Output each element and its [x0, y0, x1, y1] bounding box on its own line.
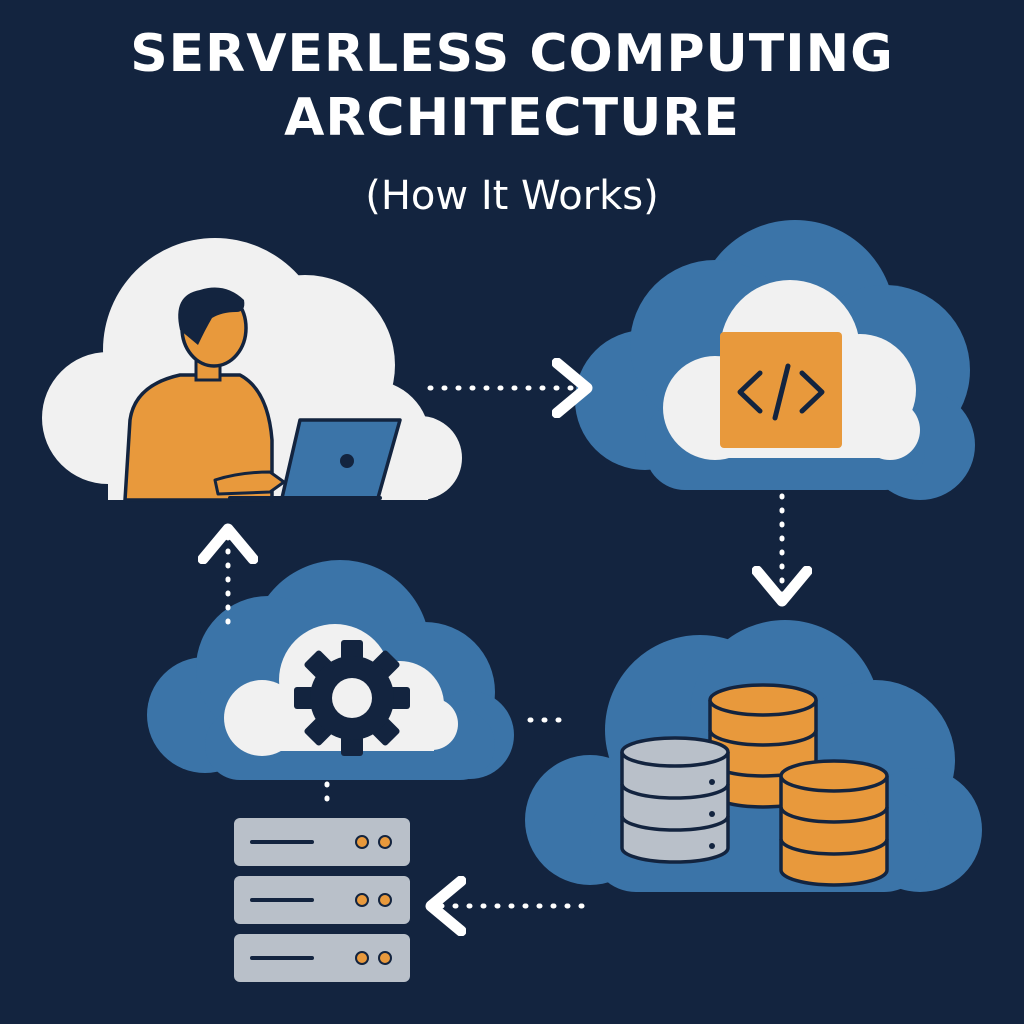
- page-title: SERVERLESS COMPUTING ARCHITECTURE: [0, 22, 1024, 150]
- server-unit: [234, 934, 410, 982]
- database-cylinder-orange-front: [779, 759, 889, 887]
- database-icon: [620, 683, 889, 887]
- gear-icon: [294, 640, 410, 756]
- database-cloud: [525, 620, 982, 892]
- function-cloud: [575, 220, 975, 500]
- person-laptop-icon: [123, 287, 402, 502]
- server-unit: [234, 818, 410, 866]
- server-stack: [234, 818, 410, 982]
- server-rack-icon: [234, 818, 410, 982]
- title-line-1: SERVERLESS COMPUTING: [130, 24, 894, 84]
- processing-cloud: [147, 560, 514, 780]
- code-icon: [720, 332, 842, 448]
- server-unit: [234, 876, 410, 924]
- page-subtitle: (How It Works): [365, 173, 659, 219]
- user-cloud: [42, 238, 462, 502]
- title-line-2: ARCHITECTURE: [284, 88, 740, 148]
- database-cylinder-gray: [620, 736, 730, 864]
